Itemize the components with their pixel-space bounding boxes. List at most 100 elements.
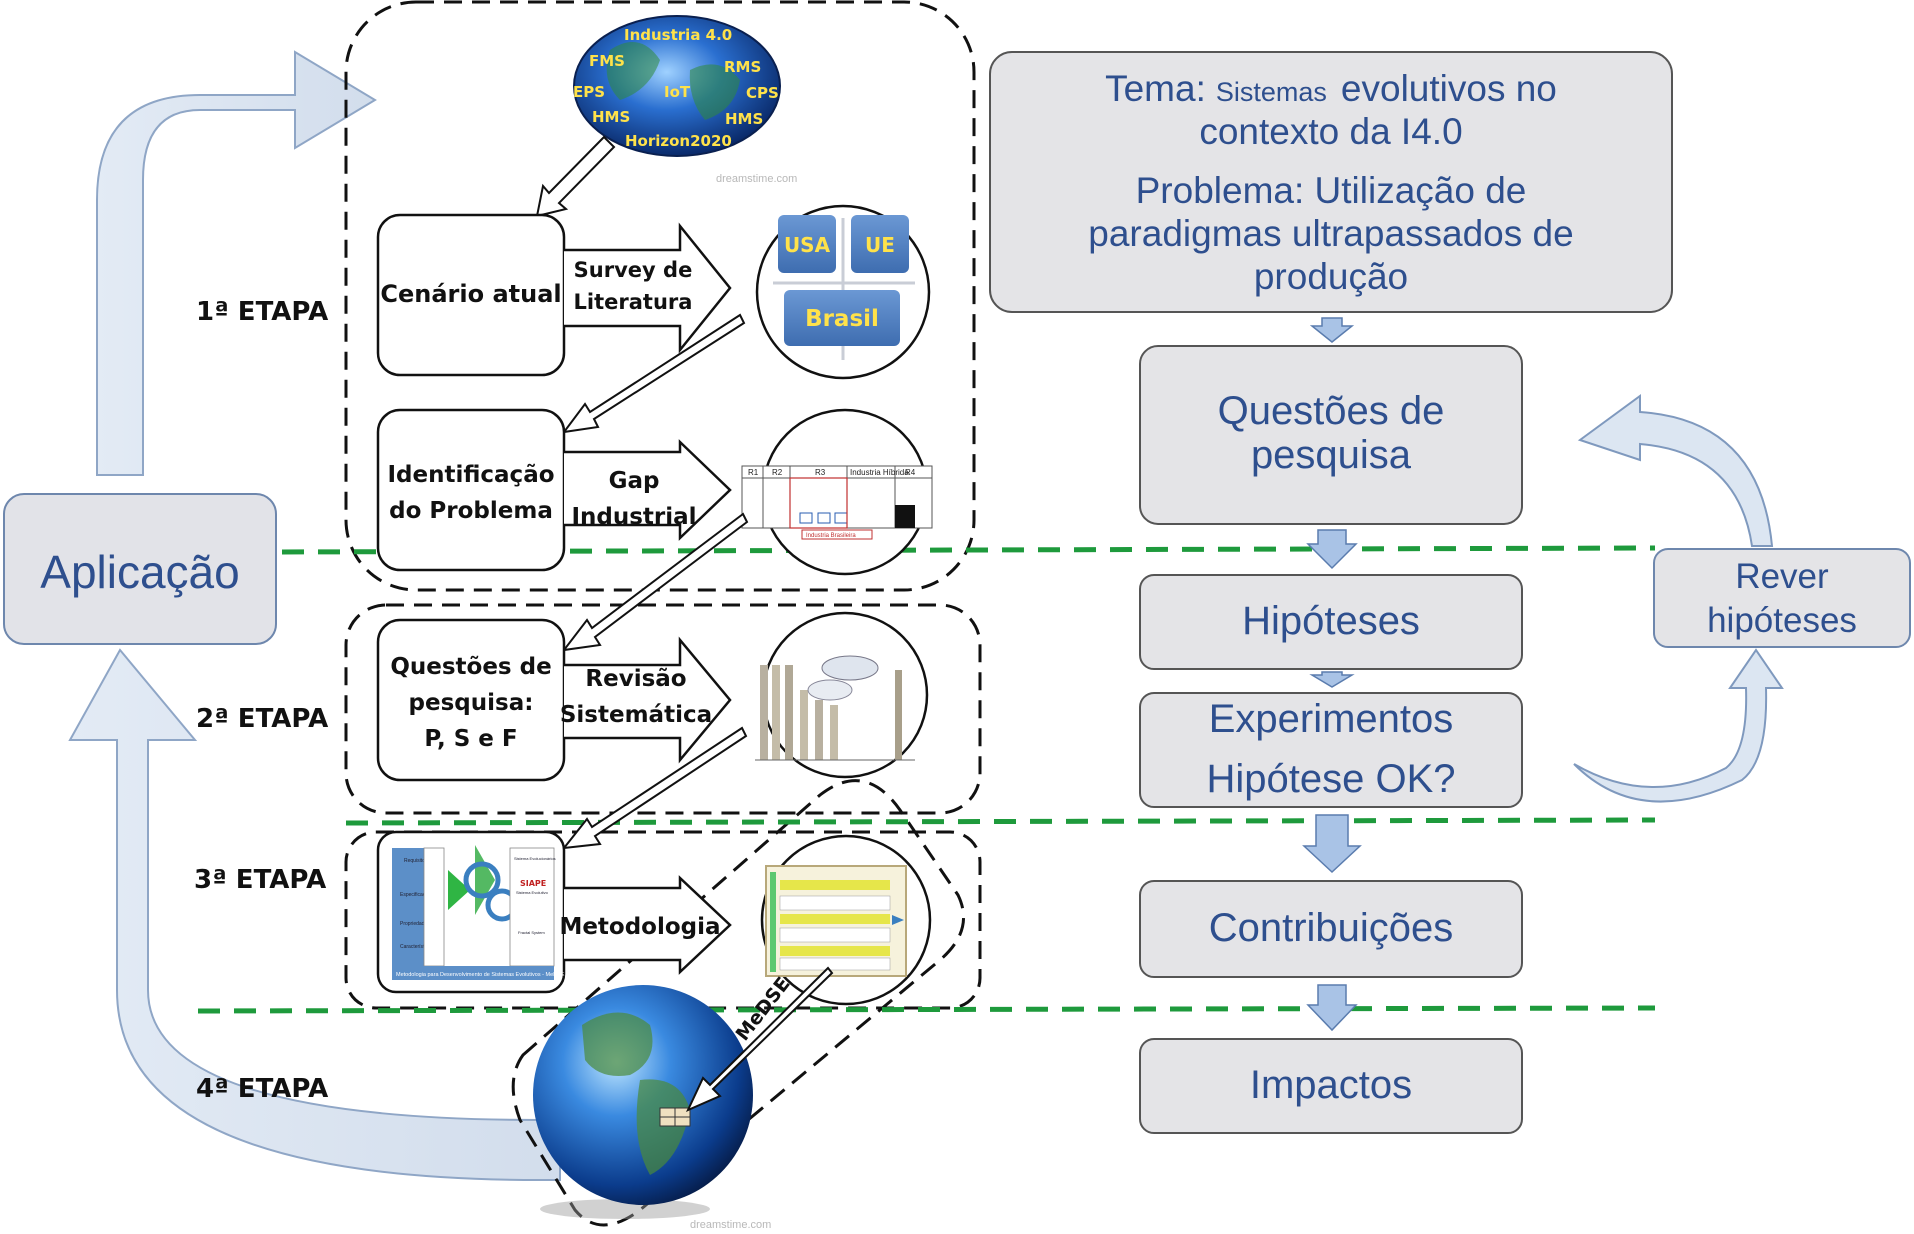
hipoteses-label: Hipóteses [1242,599,1420,643]
curved-arrow-experimentos-to-rever [1573,648,1784,803]
etapa-3-label: 3ª ETAPA [194,865,326,895]
tile-usa [778,215,836,273]
problema-line-2: paradigmas ultrapassados de [1088,213,1573,254]
arrow-globe-to-cenario [535,135,616,218]
down-arrow-5 [1306,984,1358,1032]
tile-usa-label: USA [784,233,831,257]
tema-label: Tema: [1105,68,1206,109]
tema-rest: evolutivos no [1341,68,1557,109]
aplicacao-box [3,493,277,645]
doc-right-1: Sistema Evolucionários [514,856,556,861]
impactos-label: Impactos [1250,1063,1412,1107]
globe-tag-hms-right: HMS [725,110,763,128]
globe-tag-fms: FMS [589,52,625,70]
gap-table-h1: R1 [748,468,759,477]
aplicacao-label: Aplicação [40,546,239,598]
down-arrow-1 [1309,317,1355,343]
gap-table-h3: R3 [815,468,826,477]
hipoteses-box [1139,574,1523,670]
questoes-pesquisa-box [1139,345,1523,525]
revisao-line-1: Revisão [585,666,686,692]
revisao-line-2: Sistemática [560,702,712,728]
contribuicoes-label: Contribuições [1209,906,1454,950]
tile-brasil [784,290,900,346]
questoes-pesquisa-line-2: pesquisa [1251,433,1412,477]
doc-caption: Metodologia para Desenvolvimento de Sist… [396,972,565,978]
down-arrow-3 [1309,671,1355,688]
gap-table-h4: Industria Híbrida [850,468,909,477]
revisao-chart-graphic [755,655,915,761]
stage-4-group [511,779,966,1227]
tile-ue-label: UE [865,233,895,257]
rever-line-1: Rever [1735,557,1829,596]
bottom-watermark: dreamstime.com [690,1219,771,1231]
globe-tag-rms: RMS [724,58,761,76]
tile-ue [851,215,909,273]
arrow-revisao [564,636,732,764]
rever-line-2: hipóteses [1707,601,1857,640]
globe-tag-hms-left: HMS [592,108,630,126]
questoes-line-3: P, S e F [424,726,517,752]
tema-problema-box [989,51,1673,313]
arrow-metodologia [564,875,732,975]
arrow-survey [564,222,732,354]
metodologia-label: Metodologia [559,914,720,940]
etapa-4-label: 4ª ETAPA [196,1074,328,1104]
methodology-doc-graphic: Requisitos Especificações Propriedades C… [392,845,565,980]
doc-right-2: Sistema Evolutivo [516,890,549,895]
impactos-box [1139,1038,1523,1134]
down-arrow-4 [1302,814,1362,874]
bottom-globe [533,985,753,1219]
experimentos-label: Experimentos [1209,697,1454,741]
etapa-2-label: 2ª ETAPA [196,704,328,734]
cenario-label: Cenário atual [380,280,561,308]
top-globe: Industria 4.0 FMS RMS EPS IoT CPS HMS HM… [573,15,797,185]
ident-line-1: Identificação [387,462,554,488]
hipotese-ok-label: Hipótese OK? [1206,757,1455,801]
experimentos-box [1139,692,1523,808]
questoes-pesquisa-line-1: Questões de [1218,389,1445,433]
tema-line-2: contexto da I4.0 [1199,111,1462,152]
arrow-revisao-to-stage3 [561,726,748,850]
questoes-line-1: Questões de [390,654,551,680]
separator-3 [197,1005,1656,1014]
globe-tag-eps: EPS [573,83,605,101]
arrow-gap-to-questoes [561,512,749,652]
top-watermark: dreamstime.com [716,173,797,185]
gap-line-2: Industrial [571,504,696,530]
curved-arrow-rever-to-questoes [1577,394,1774,547]
stage-1-group [344,0,976,592]
doc-siape: SIAPE [520,879,546,888]
rever-hipoteses-box [1653,548,1911,648]
arrow-gap [564,439,732,541]
globe-tag-industria: Industria 4.0 [624,26,732,44]
contribuicoes-box [1139,880,1523,978]
tema-small: Sistemas [1216,77,1327,107]
globe-tag-iot: IoT [664,83,691,101]
gap-table: R1 R2 R3 Industria Híbrida R4 Industria … [741,465,933,540]
gap-line-1: Gap [609,468,660,494]
arrow-map-to-ident [561,313,746,434]
survey-line-1: Survey de [574,258,693,282]
gap-table-bottom: Industria Brasileira [806,533,856,539]
ident-box [376,408,566,572]
questoes-line-2: pesquisa: [409,690,534,716]
survey-line-2: Literatura [574,290,693,314]
doc-side-1: Requisitos [404,858,428,864]
lower-curved-arrow [68,648,561,1181]
metodologia-table-graphic [765,865,907,977]
globe-tag-cps: CPS [746,84,779,102]
tema-line-1: Tema: Sistemas evolutivos no [1105,68,1557,109]
gap-table-h2: R2 [772,468,783,477]
ident-line-2: do Problema [389,498,553,524]
arrow-medse [685,966,834,1112]
etapa-1-label: 1ª ETAPA [196,297,328,327]
problema-line-1: Problema: Utilização de [1136,170,1527,211]
doc-side-2: Especificações [400,892,434,898]
upper-curved-arrow [96,50,377,476]
tile-brasil-label: Brasil [805,306,879,332]
gap-table-h5: R4 [905,468,916,477]
down-arrow-2 [1306,529,1358,570]
